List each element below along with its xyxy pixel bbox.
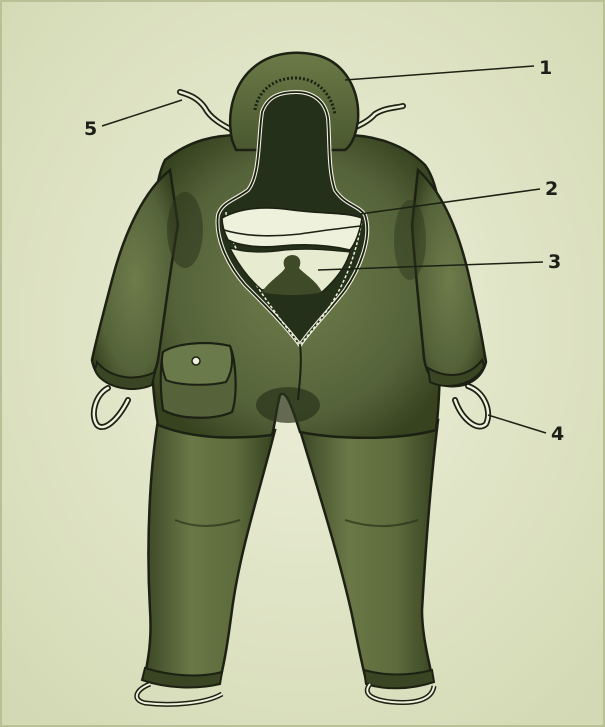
crotch-shadow [256, 387, 320, 423]
callout-label-3: 3 [548, 253, 561, 272]
chest-shadow-left [167, 192, 203, 268]
callout-label-4: 4 [551, 425, 564, 444]
callout-label-2: 2 [545, 180, 558, 199]
chest-shadow-right [394, 200, 426, 280]
pocket-button [192, 357, 200, 365]
callout-label-5: 5 [84, 120, 97, 139]
callout-label-1: 1 [539, 59, 552, 78]
